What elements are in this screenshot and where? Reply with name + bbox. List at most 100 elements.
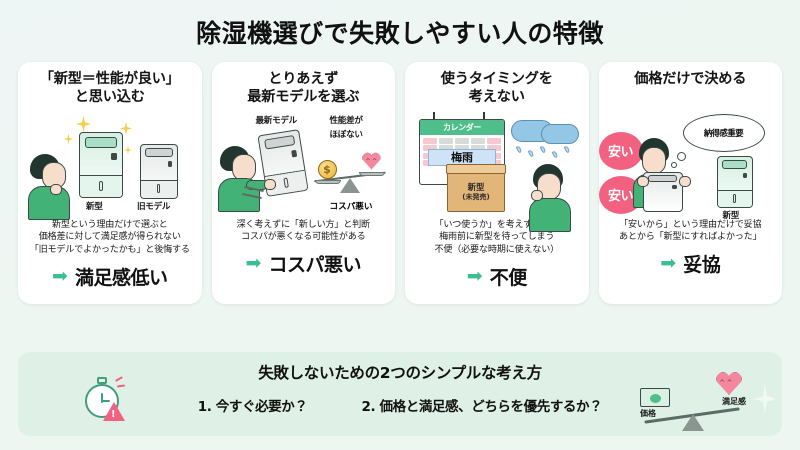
scale-pan-left	[314, 179, 341, 184]
unit-top	[721, 160, 748, 169]
stopwatch-ray	[115, 376, 123, 382]
box-label-line2: (未発売)	[462, 192, 490, 201]
banner-title: 失敗しないための2つのシンプルな考え方	[258, 364, 542, 382]
unit-tank	[717, 190, 752, 207]
label-bad-cost-performance: コスパ悪い	[329, 201, 373, 212]
card-title: 「新型＝性能が良い」 と思い込む	[24, 70, 196, 108]
price-vs-satisfaction-scale: ^^ 価格 満足感	[638, 370, 748, 432]
page-title: 除湿機選びで失敗しやすい人の特徴	[196, 19, 604, 48]
unit-vent	[111, 152, 117, 160]
unit-top	[263, 134, 296, 150]
card-illustration: 最新モデル 性能差が ほぼない	[217, 110, 390, 218]
label-new-model: 新型	[722, 210, 740, 221]
scale-fulcrum	[339, 177, 360, 193]
card-title: 価格だけで決める	[605, 70, 777, 108]
dehumidifier-new-icon	[79, 131, 123, 198]
conclusion-label: 妥協	[683, 254, 721, 277]
card-body-line2: コスパが悪くなる可能性がある	[240, 232, 366, 243]
stopwatch-knob	[97, 377, 107, 384]
label-perf-diff-line1: 性能差が	[329, 115, 363, 126]
label-old-model: 旧モデル	[137, 201, 171, 212]
alert-triangle-icon	[103, 402, 125, 421]
hand	[531, 189, 543, 201]
unit-tank	[80, 175, 122, 197]
raindrop-icon	[551, 149, 559, 159]
calendar-event-label: 梅雨	[428, 148, 496, 166]
speech-bubble-cheap: 安い	[598, 131, 643, 170]
dehumidifier-held-icon	[642, 171, 683, 212]
thought-bubble-satisfaction: 納得感重要	[682, 113, 765, 152]
hand	[50, 183, 62, 195]
face	[231, 153, 256, 181]
card-body-line2: 価格差に対して満足感が得られない	[38, 232, 181, 243]
card-body: 「安いから」という理由だけで妥協 あとから「新型にすればよかった」	[605, 219, 777, 245]
scale-pan-right	[358, 171, 385, 176]
card-body-line1: 「安いから」という理由だけで妥協	[619, 219, 762, 230]
card-conclusion: ➡ コスパ悪い	[218, 250, 390, 277]
conclusion-label: コスパ悪い	[268, 254, 361, 277]
unit-vent	[167, 161, 173, 168]
raindrop-icon	[539, 144, 547, 154]
card-assume-new-is-better[interactable]: 「新型＝性能が良い」 と思い込む	[18, 61, 202, 304]
card-illustration: 安い 安い 納得感重要	[598, 110, 777, 221]
unit-top	[85, 136, 117, 148]
conclusion-label: 不便	[489, 267, 528, 290]
card-ignore-timing[interactable]: 使うタイミングを 考えない カレンダー 梅雨	[405, 61, 589, 304]
card-conclusion: ➡ 妥協	[605, 250, 777, 277]
raindrop-icon	[515, 144, 523, 154]
card-conclusion: ➡ 満足感低い	[24, 263, 196, 290]
unit-handle	[98, 180, 103, 192]
unit-vent	[671, 184, 677, 189]
unit-vent	[742, 172, 748, 178]
alert-exclamation: !	[111, 409, 116, 420]
card-pick-latest-model[interactable]: とりあえず 最新モデルを選ぶ 最新モデル 性能差が ほぼない	[211, 61, 395, 304]
calendar-pin	[483, 111, 485, 120]
label-latest-model: 最新モデル	[255, 115, 298, 126]
unit-handle	[157, 184, 161, 194]
arrow-right-icon: ➡	[466, 265, 483, 288]
coin-icon: $	[317, 159, 337, 179]
heart-face: ^^	[719, 379, 734, 387]
arrow-right-icon: ➡	[660, 252, 677, 275]
dehumidifier-new-icon	[716, 155, 753, 208]
money-icon	[640, 388, 670, 407]
card-illustration: 新型 旧モデル	[24, 110, 196, 220]
raindrop-icon	[563, 144, 571, 154]
cards-row: 「新型＝性能が良い」 と思い込む	[0, 48, 800, 304]
torso	[529, 197, 571, 232]
card-title-line2: と思い込む	[74, 88, 145, 105]
sparkle-icon	[124, 145, 132, 155]
arrow-right-icon: ➡	[245, 252, 262, 275]
summary-banner: 失敗しないための2つのシンプルな考え方 1. 今すぐ必要か？ 2. 価格と満足感…	[18, 352, 782, 436]
raindrop-icon	[527, 148, 535, 158]
card-title-line1: 使うタイミングを	[440, 70, 553, 87]
card-decide-by-price-only[interactable]: 価格だけで決める 安い 安い 納得感重要	[598, 61, 782, 304]
torso	[28, 185, 70, 220]
face	[641, 146, 666, 174]
dehumidifier-old-icon	[140, 143, 178, 199]
hand	[678, 175, 691, 187]
card-body-line1: 「いつ使うか」を考えずに選ぶ	[434, 219, 559, 230]
box-label-line1: 新型	[467, 181, 485, 192]
card-title: とりあえず 最新モデルを選ぶ	[218, 70, 390, 108]
money-inner	[650, 393, 661, 403]
card-title-line1: とりあえず	[268, 70, 339, 87]
label-price: 価格	[640, 409, 656, 418]
unit-top	[145, 148, 173, 158]
card-body-line3: 不便（必要な時期に使えない）	[434, 245, 559, 256]
card-body-line1: 新型という理由だけで選ぶと	[51, 219, 168, 230]
card-body-line1: 深く考えずに「新しい方」と判断	[236, 219, 371, 230]
card-body: 「いつ使うか」を考えずに選ぶ 梅雨前に新型を待ってしまう 不便（必要な時期に使え…	[411, 219, 583, 258]
card-body: 深く考えずに「新しい方」と判断 コスパが悪くなる可能性がある	[218, 219, 390, 245]
stopwatch-hand	[101, 393, 103, 403]
unit-tank	[141, 180, 177, 198]
cloud-icon	[541, 123, 579, 144]
card-illustration: カレンダー 梅雨 新型 (未発売)	[411, 110, 583, 232]
card-body-line2: 梅雨前に新型を待ってしまう	[439, 232, 555, 243]
hand	[263, 178, 276, 190]
unit-vent	[290, 149, 297, 157]
label-satisfaction: 満足感	[722, 397, 746, 406]
banner-items: 1. 今すぐ必要か？ 2. 価格と満足感、どちらを優先するか？	[18, 395, 782, 415]
thought-dot	[670, 161, 677, 168]
banner-item-2: 2. 価格と満足感、どちらを優先するか？	[361, 399, 603, 415]
